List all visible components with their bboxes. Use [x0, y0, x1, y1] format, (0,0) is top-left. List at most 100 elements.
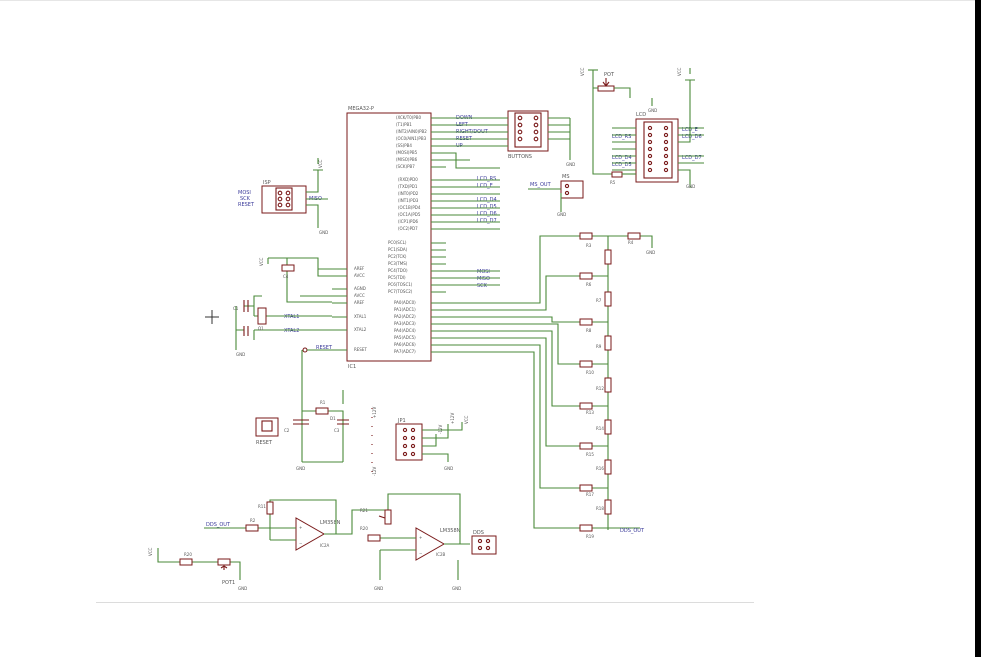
- svg-text:GND: GND: [452, 586, 461, 591]
- svg-text:R9: R9: [596, 344, 602, 349]
- svg-text:PA3(ADC3): PA3(ADC3): [394, 321, 416, 326]
- isp-header-label: ISP: [263, 180, 271, 186]
- mcu-pins-b: (XCK/T0)PB0 (T1)PB1 (INT2/AIN0)PB2 (OC0/…: [396, 115, 427, 169]
- svg-text:VCC: VCC: [580, 67, 585, 76]
- svg-text:AVCC: AVCC: [354, 293, 365, 298]
- svg-text:LCD_D4: LCD_D4: [612, 155, 632, 161]
- isp-header[interactable]: ISP MOSI SCK RESET MISO VCC GND: [238, 158, 328, 235]
- svg-text:LCD: LCD: [636, 112, 646, 118]
- svg-text:PC4(TDO): PC4(TDO): [388, 268, 408, 273]
- svg-text:MS: MS: [562, 174, 570, 180]
- svg-text:LM358N: LM358N: [440, 528, 461, 534]
- svg-text:SCK: SCK: [240, 196, 251, 202]
- mcu-ref: IC1: [348, 364, 356, 370]
- pot-bottom[interactable]: VCC POT1 GND R20: [148, 547, 247, 591]
- reset-network[interactable]: RESET GND C2 C3 R1 D1: [284, 345, 349, 471]
- svg-text:(TXD)PD1: (TXD)PD1: [398, 184, 418, 189]
- svg-text:R20: R20: [360, 526, 368, 531]
- svg-text:R5: R5: [610, 180, 616, 185]
- svg-text:GND: GND: [238, 586, 247, 591]
- svg-text:VCC: VCC: [318, 159, 323, 168]
- svg-text:SCK: SCK: [477, 283, 488, 289]
- r2r-ladder[interactable]: R3 R4 R6 R7 R8 R9 R10 R12 R13 R14 R15 R1…: [446, 232, 655, 539]
- buttons-header[interactable]: BUTTONS DOWN LEFT RIGHT/DOUT RESET UP GN…: [446, 110, 575, 169]
- power-header[interactable]: JP1 +12V -12V GND VCC +12V -12V: [371, 407, 469, 476]
- svg-text:PA7(ADC7): PA7(ADC7): [394, 349, 416, 354]
- svg-text:R18: R18: [596, 506, 604, 511]
- svg-text:R7: R7: [596, 298, 602, 303]
- svg-text:GND: GND: [686, 184, 695, 189]
- mcu-pins-d: (RXD)PD0 (TXD)PD1 (INT0)PD2 (INT1)PD3 (O…: [398, 177, 421, 231]
- svg-text:R21: R21: [360, 508, 368, 513]
- svg-text:XTAL2: XTAL2: [354, 327, 367, 332]
- svg-text:DDS: DDS: [473, 530, 484, 536]
- svg-text:C1: C1: [233, 306, 239, 311]
- reset-switch[interactable]: RESET: [255, 417, 279, 446]
- svg-text:(SS)PB4: (SS)PB4: [396, 143, 412, 148]
- svg-text:LCD_RS: LCD_RS: [477, 176, 496, 182]
- svg-text:R4: R4: [628, 240, 634, 245]
- svg-text:LCD_D5: LCD_D5: [612, 162, 632, 168]
- svg-text:GND: GND: [296, 466, 305, 471]
- pot-top[interactable]: POT VCC GND R5: [580, 67, 657, 185]
- svg-text:VCC: VCC: [677, 67, 682, 76]
- mcu-ic[interactable]: MEGA32-P IC1 (XCK/T0)PB0 (T1)PB1 (INT2/A…: [332, 106, 446, 370]
- svg-text:R10: R10: [586, 370, 594, 375]
- svg-text:MISO: MISO: [477, 276, 490, 282]
- svg-text:LCD_D7: LCD_D7: [477, 218, 497, 224]
- svg-text:Q1: Q1: [258, 326, 264, 331]
- crystal-network[interactable]: XTAL1 XTAL2 GND C1 Q1: [233, 295, 332, 357]
- svg-text:-12V: -12V: [372, 466, 377, 476]
- svg-text:LCD_D7: LCD_D7: [682, 155, 702, 161]
- svg-text:R20: R20: [184, 552, 192, 557]
- bottom-rule: [96, 602, 754, 603]
- svg-text:XTAL1: XTAL1: [354, 314, 367, 319]
- svg-text:MOSI: MOSI: [477, 269, 490, 275]
- buttons-header-label: BUTTONS: [508, 154, 532, 160]
- crosshair-icon: [205, 310, 219, 324]
- svg-text:MOSI: MOSI: [238, 190, 251, 196]
- dds-output-header[interactable]: DDS: [471, 530, 497, 555]
- svg-text:AREF: AREF: [354, 266, 365, 271]
- svg-text:GND: GND: [557, 212, 566, 217]
- top-rule: [0, 0, 975, 1]
- svg-text:AGND: AGND: [354, 286, 366, 291]
- svg-text:C3: C3: [334, 428, 340, 433]
- svg-text:R11: R11: [258, 504, 266, 509]
- svg-text:+12V: +12V: [450, 413, 455, 424]
- svg-text:PC7(TOSC2): PC7(TOSC2): [388, 289, 413, 294]
- svg-text:GND: GND: [236, 352, 245, 357]
- svg-text:GND: GND: [648, 108, 657, 113]
- ladder-resistors: [579, 232, 641, 532]
- svg-text:(INT1)PD3: (INT1)PD3: [398, 198, 419, 203]
- aref-network: VCC C4: [259, 257, 332, 303]
- svg-text:LM358N: LM358N: [320, 520, 341, 526]
- svg-text:R2: R2: [250, 518, 256, 523]
- svg-text:(T1)PB1: (T1)PB1: [396, 122, 412, 127]
- svg-text:XTAL1: XTAL1: [284, 314, 299, 320]
- svg-text:PA5(ADC5): PA5(ADC5): [394, 335, 416, 340]
- ms-header[interactable]: MS MS_OUT GND: [528, 174, 584, 217]
- svg-text:+: +: [419, 535, 422, 540]
- svg-text:(MOSI)PB5: (MOSI)PB5: [396, 150, 418, 155]
- svg-text:POT1: POT1: [222, 580, 235, 586]
- opamp1[interactable]: + − LM358N IC2A DDS_OUT R2 R11: [204, 499, 388, 551]
- svg-text:(INT0)PD2: (INT0)PD2: [398, 191, 419, 196]
- svg-text:(OC0/AIN1)PB3: (OC0/AIN1)PB3: [396, 136, 427, 141]
- svg-text:D1: D1: [330, 416, 336, 421]
- svg-text:PC5(TDI): PC5(TDI): [388, 275, 406, 280]
- svg-text:PC0(SCL): PC0(SCL): [388, 240, 407, 245]
- opamp2[interactable]: + − LM358N IC2B R20 R21 GND GND: [360, 493, 470, 591]
- svg-text:LCD_D4: LCD_D4: [477, 197, 497, 203]
- svg-text:−: −: [419, 551, 422, 556]
- svg-text:(MISO)PB6: (MISO)PB6: [396, 157, 418, 162]
- svg-text:RESET: RESET: [316, 345, 333, 351]
- svg-text:(XCK/T0)PB0: (XCK/T0)PB0: [396, 115, 421, 120]
- svg-text:GND: GND: [319, 230, 328, 235]
- lcd-header[interactable]: LCD LCD_RS LCD_E LCD_D4 LCD_D5 LCD_D6 LC…: [612, 67, 704, 189]
- svg-text:+: +: [299, 525, 302, 530]
- svg-text:PC6(TOSC1): PC6(TOSC1): [388, 282, 413, 287]
- svg-text:PA2(ADC2): PA2(ADC2): [394, 314, 416, 319]
